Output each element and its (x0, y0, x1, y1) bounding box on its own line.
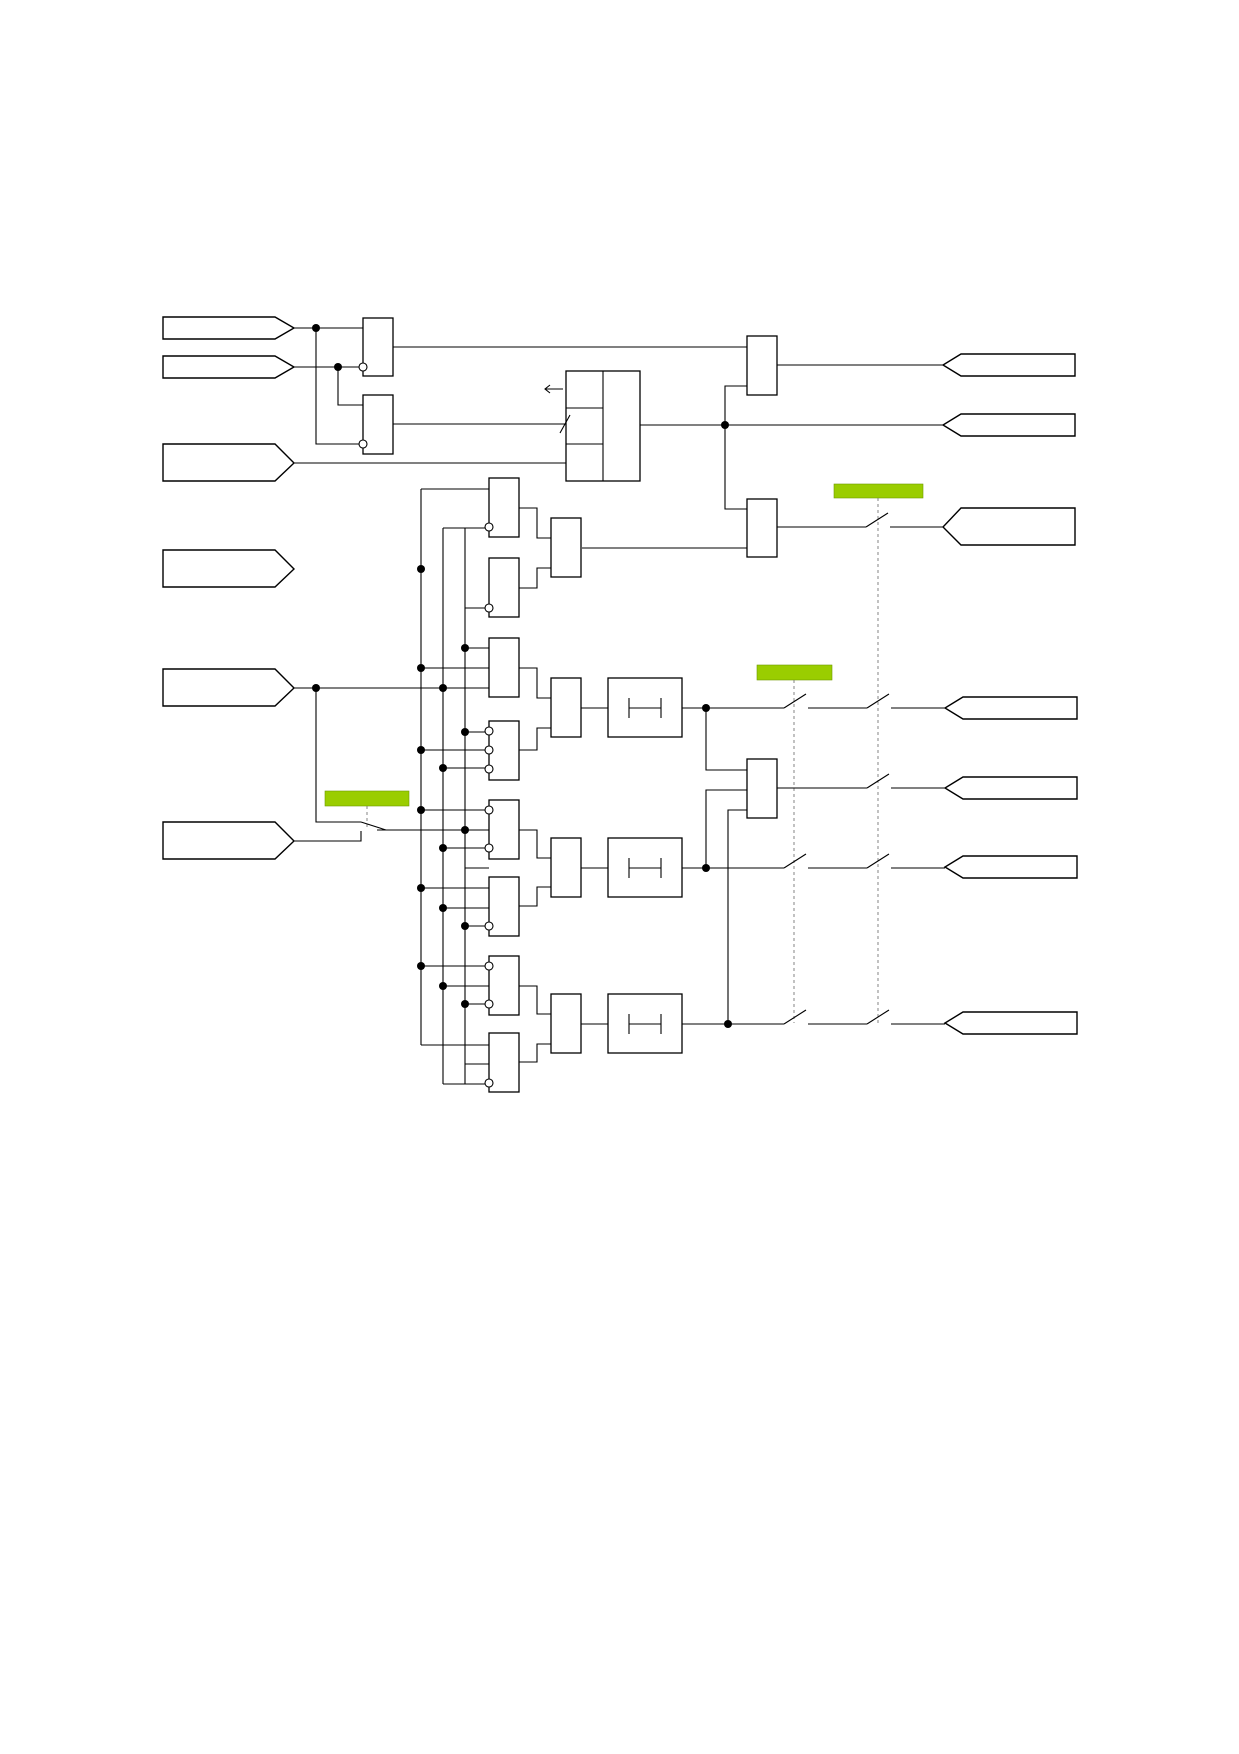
output-signal-7 (943, 1011, 1078, 1035)
output-signal-1 (941, 353, 1076, 377)
junction-dot (461, 922, 469, 930)
junction-dot (721, 421, 729, 429)
inverter-bubble (484, 843, 494, 853)
junction-dot (439, 904, 447, 912)
input-signal-2 (162, 355, 296, 379)
junction-dot (461, 826, 469, 834)
inverter-bubble (484, 805, 494, 815)
switch-contact (866, 853, 890, 869)
output-signals (941, 353, 1078, 1035)
gate-c1 (488, 477, 520, 538)
timer-block-3 (607, 993, 683, 1054)
junction-dot (312, 684, 320, 692)
inverter-bubble (484, 961, 494, 971)
inverter-bubble (484, 921, 494, 931)
timer-block-2 (607, 837, 683, 898)
inverter-bubble (358, 439, 368, 449)
top-logic (294, 317, 943, 558)
gate-c3 (488, 637, 520, 698)
junction-dot (461, 1000, 469, 1008)
junction-dot (417, 884, 425, 892)
junction-dot (439, 982, 447, 990)
junction-dot (417, 565, 425, 573)
gate-d3 (550, 837, 582, 898)
inverter-bubble (484, 745, 494, 755)
junction-dot (439, 684, 447, 692)
gate-g4 (746, 498, 778, 558)
junction-dot (439, 844, 447, 852)
input-signal-4 (162, 549, 296, 588)
switch-contact (866, 1009, 890, 1025)
junction-dot (702, 864, 710, 872)
gate-c6 (488, 876, 520, 937)
switch-contact (783, 853, 807, 869)
setting-tags (324, 483, 924, 807)
gate-d2 (550, 677, 582, 738)
output-signal-5 (943, 776, 1078, 800)
main-logic (294, 477, 945, 1093)
input-signal-3 (162, 443, 296, 482)
junction-dot (312, 324, 320, 332)
inverter-bubble (484, 603, 494, 613)
inverter-bubble (484, 522, 494, 532)
input-signal-1 (162, 316, 296, 340)
gate-c7 (488, 955, 520, 1016)
junction-dot (461, 644, 469, 652)
inverter-bubble (484, 726, 494, 736)
gate-c4 (488, 720, 520, 781)
switch-contact (865, 512, 889, 528)
gate-g2 (362, 394, 394, 455)
gate-g1 (362, 317, 394, 377)
input-signal-6 (162, 821, 296, 860)
switch-contact (783, 693, 807, 709)
inverter-bubble (484, 999, 494, 1009)
inverter-bubble (358, 362, 368, 372)
gate-g3 (746, 335, 778, 396)
setting-tag-1 (833, 483, 924, 499)
gate-e1 (746, 758, 778, 819)
junction-dot (334, 363, 342, 371)
junction-dot (702, 704, 710, 712)
timer-block-1 (607, 677, 683, 738)
output-signal-4 (943, 696, 1078, 720)
junction-dot (461, 728, 469, 736)
output-signal-2 (941, 413, 1076, 437)
junction-dot (439, 764, 447, 772)
switch-linkages (366, 498, 879, 1023)
switch-contact (866, 773, 890, 789)
arrow-left-icon (544, 384, 563, 394)
gate-d1 (550, 517, 582, 578)
setting-tag-2 (756, 664, 833, 681)
output-signal-3 (942, 507, 1076, 546)
switch-contact (360, 821, 387, 831)
junction-dot (417, 746, 425, 754)
input-signal-5 (162, 668, 296, 707)
switch-contact (783, 1009, 807, 1025)
gate-c8 (488, 1032, 520, 1093)
switch-contact (866, 693, 890, 709)
junction-dot (417, 962, 425, 970)
inverter-bubble (484, 764, 494, 774)
gate-d4 (550, 993, 582, 1054)
output-signal-6 (943, 855, 1078, 879)
junction-dot (417, 664, 425, 672)
setting-tag-3 (324, 790, 410, 807)
gate-c5 (488, 799, 520, 860)
junction-dot (417, 806, 425, 814)
input-signals (162, 316, 296, 860)
junction-dot (724, 1020, 732, 1028)
inverter-bubble (484, 1078, 494, 1088)
